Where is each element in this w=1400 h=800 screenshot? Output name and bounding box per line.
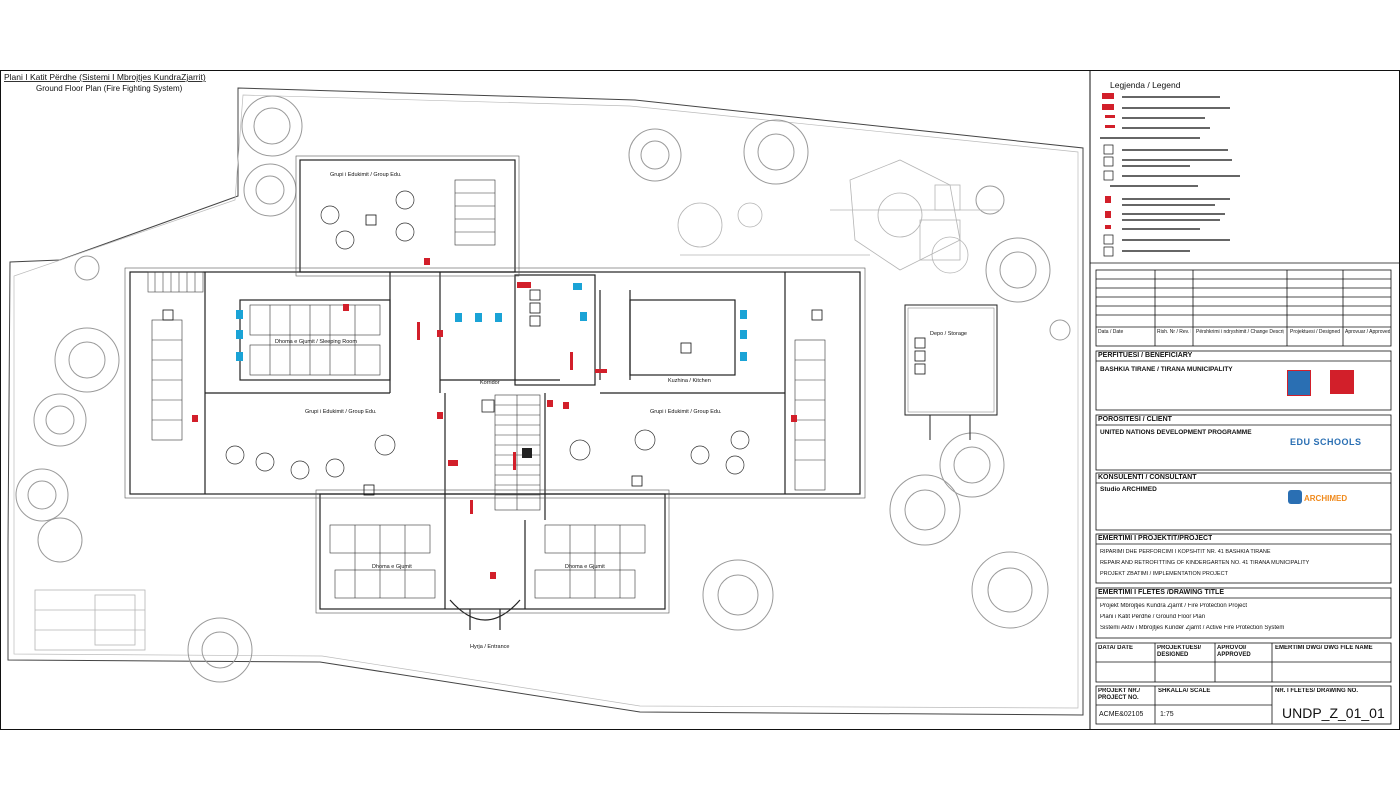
rev-header-desc: Përshkrimi i ndryshimit / Change Descrip… xyxy=(1196,329,1284,335)
project-no-heading: PROJEKT NR./ PROJECT NO. xyxy=(1098,688,1141,701)
bench-area xyxy=(34,589,146,651)
room-label-group-mid-left: Grupi i Edukimit / Group Edu. xyxy=(305,409,377,415)
outbuilding xyxy=(904,304,998,440)
project-line-3: PROJEKT ZBATIMI / IMPLEMENTATION PROJECT xyxy=(1100,571,1228,577)
project-heading: EMËRTIMI I PROJEKTIT/PROJECT xyxy=(1098,535,1213,542)
beneficiary-heading: PËRFITUESI / BENEFICIARY xyxy=(1098,352,1193,359)
room-label-corridor: Korridor xyxy=(480,380,500,386)
outbuilding-label: Depo / Storage xyxy=(930,331,967,337)
room-label-sleeping-bottom-right: Dhoma e Gjumit xyxy=(565,564,605,570)
project-line-1: RIPARIMI DHE PËRFORCIMI I KOPSHTIT NR. 4… xyxy=(1100,549,1271,555)
project-line-2: REPAIR AND RETROFITTING OF KINDERGARTEN … xyxy=(1100,560,1310,566)
wc-fixtures xyxy=(236,283,747,361)
room-label-sleeping-left: Dhoma e Gjumit / Sleeping Room xyxy=(275,339,357,345)
beneficiary-name: BASHKIA TIRANË / TIRANA MUNICIPALITY xyxy=(1100,366,1233,373)
scale-value: 1:75 xyxy=(1160,711,1174,718)
fire-safety-symbols xyxy=(162,214,926,579)
consultant-name: Studio ARCHIMED xyxy=(1100,486,1157,493)
drawing-no-heading: NR. I FLETËS/ DRAWING NO. xyxy=(1275,688,1359,694)
room-labels: Grupi i Edukimit / Group Edu. Grupi i Ed… xyxy=(275,172,722,650)
client-heading: POROSITËSI / CLIENT xyxy=(1098,416,1172,423)
client-name: UNITED NATIONS DEVELOPMENT PROGRAMME xyxy=(1100,429,1252,436)
title-block-grid xyxy=(1090,262,1400,725)
file-heading: EMËRTIMI DWG/ DWG FILE NAME xyxy=(1275,645,1373,651)
drawing-title-line-3: Sistemi Aktiv i Mbrojtjes Kundër Zjarrit… xyxy=(1100,625,1285,631)
consultant-heading: KONSULENTI / CONSULTANT xyxy=(1098,474,1197,481)
drawing-title-sq: Plani I Katit Përdhe (Sistemi I Mbrojtje… xyxy=(4,72,206,82)
legend: Legjenda / Legend xyxy=(1100,80,1240,257)
playground-area xyxy=(677,159,1000,274)
drawing-no-value: UNDP_Z_01_01 xyxy=(1282,705,1385,721)
exterior-stair xyxy=(147,271,204,293)
client-logo: EDU SCHOOLS xyxy=(1290,437,1362,447)
rev-header-approved: Aprovuar / Approved xyxy=(1345,329,1390,335)
drawing-title-heading: EMËRTIMI I FLETËS /DRAWING TITLE xyxy=(1098,589,1224,596)
legend-heading: Legjenda / Legend xyxy=(1110,80,1181,90)
room-label-kitchen: Kuzhina / Kitchen xyxy=(668,378,711,384)
approved-heading: APROVOI/ APPROVED xyxy=(1217,645,1251,658)
drawing-title-en: Ground Floor Plan (Fire Fighting System) xyxy=(36,84,183,93)
rev-header-date: Data / Date xyxy=(1098,329,1124,335)
drawing-title-line-1: Projekt Mbrojtjes Kundra Zjarrit / Fire … xyxy=(1100,603,1248,609)
staircase xyxy=(494,394,541,511)
landscape-trees xyxy=(15,95,1071,683)
room-label-sleeping-bottom-left: Dhoma e Gjumit xyxy=(372,564,412,570)
date-heading: DATA/ DATE xyxy=(1098,645,1133,651)
tirana-crest-logo xyxy=(1287,370,1311,396)
room-label-entrance: Hyrja / Entrance xyxy=(470,644,509,650)
drawing-title: Plani I Katit Përdhe (Sistemi I Mbrojtje… xyxy=(4,72,206,93)
site-boundary xyxy=(7,87,1084,716)
drawing-title-line-2: Plani i Katit Përdhe / Ground Floor Plan xyxy=(1100,614,1206,620)
rev-header-designed: Projektuesi / Designed xyxy=(1290,329,1341,335)
room-label-group-top: Grupi i Edukimit / Group Edu. xyxy=(330,172,402,178)
archimed-logo-mark xyxy=(1288,490,1302,504)
rev-header-no: Rish. Nr / Rev. No xyxy=(1157,329,1191,335)
site-inner-line xyxy=(13,94,1079,709)
furniture-tables xyxy=(225,190,750,480)
scale-heading: SHKALLA/ SCALE xyxy=(1158,688,1211,694)
project-no-value: ACME&02105 xyxy=(1099,711,1144,718)
albania-flag-logo xyxy=(1330,370,1354,394)
furniture-beds xyxy=(151,179,826,599)
archimed-logo: ARCHIMED xyxy=(1304,494,1348,503)
designed-heading: PROJEKTUESI/ DESIGNED xyxy=(1157,645,1202,658)
room-label-group-mid-right: Grupi i Edukimit / Group Edu. xyxy=(650,409,722,415)
